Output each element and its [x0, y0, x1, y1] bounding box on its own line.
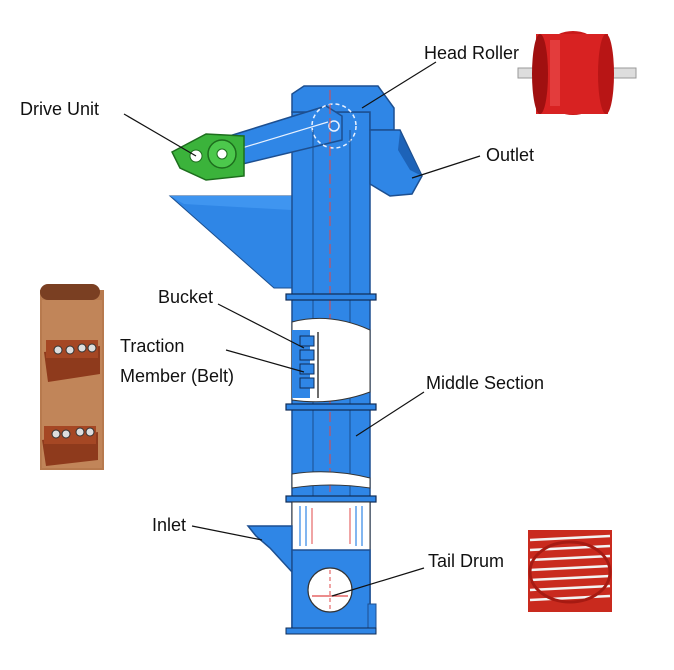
- leader-head-roller: [361, 61, 437, 109]
- leader-bucket: [217, 303, 305, 349]
- leader-lines: [123, 61, 481, 597]
- leader-inlet: [191, 525, 263, 541]
- label-head-roller: Head Roller: [424, 43, 520, 63]
- label-outlet: Outlet: [486, 145, 535, 165]
- bucket-belt-photo: [40, 284, 104, 470]
- leader-tail-drum: [331, 567, 425, 597]
- label-middle-section: Middle Section: [426, 373, 545, 393]
- label-bucket: Bucket: [158, 287, 214, 307]
- label-inlet: Inlet: [152, 515, 187, 535]
- leader-outlet: [411, 155, 481, 179]
- leader-drive-unit: [123, 113, 197, 157]
- label-drive-unit: Drive Unit: [20, 99, 100, 119]
- elevator-body: [168, 85, 423, 636]
- label-traction-line1: Traction: [120, 336, 185, 356]
- leader-traction: [225, 349, 305, 373]
- label-tail-drum: Tail Drum: [428, 551, 505, 571]
- head-roller-photo: [517, 31, 637, 115]
- leader-middle-section: [355, 391, 425, 437]
- label-traction-line2: Member (Belt): [120, 366, 235, 386]
- tail-drum-photo: [528, 530, 612, 612]
